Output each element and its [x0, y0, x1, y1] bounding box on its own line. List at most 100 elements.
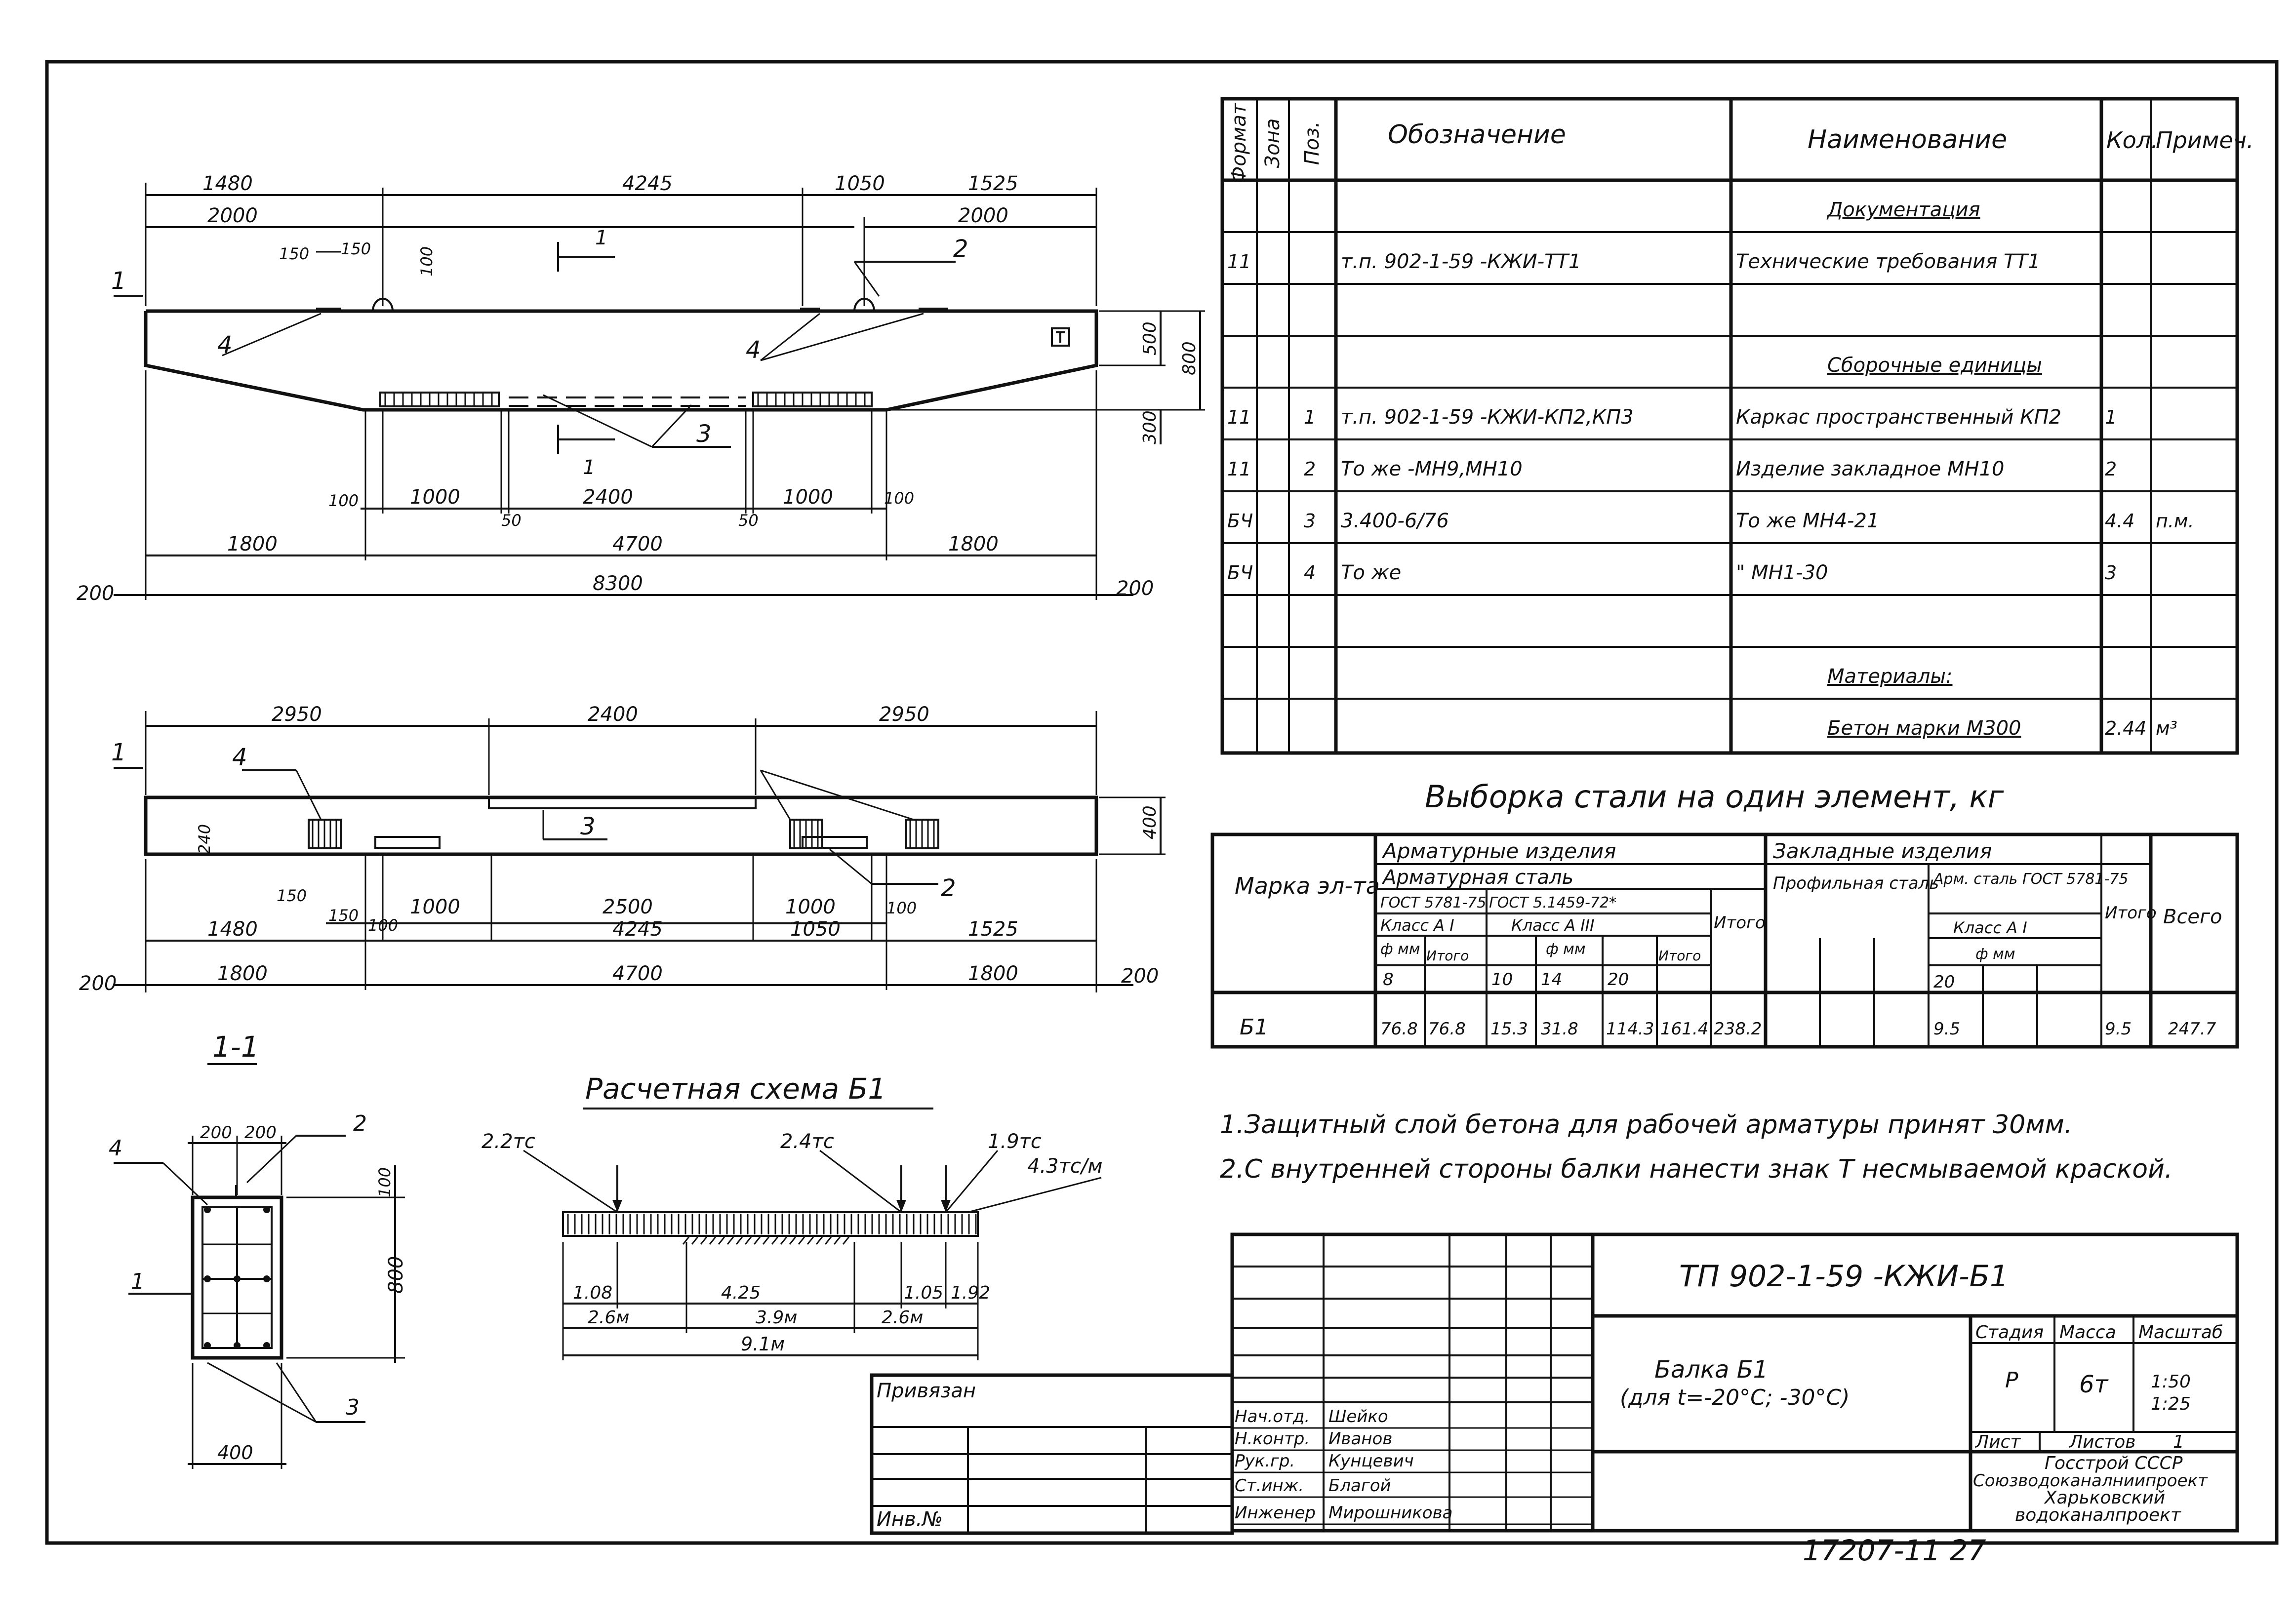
- spec-cell-format: БЧ: [1227, 510, 1253, 532]
- steel-class2: Класс А III: [1511, 916, 1595, 935]
- plan-dim-4700: 4700: [612, 962, 663, 985]
- elev-height-800: 800: [1179, 341, 1200, 375]
- tb-person-name: Кунцевич: [1328, 1451, 1414, 1471]
- plan-dim-1000a: 1000: [410, 896, 460, 918]
- tb-mass-label: Масса: [2059, 1322, 2116, 1343]
- plan-dim-1800b: 1800: [968, 962, 1018, 985]
- spec-cell-designation: т.п. 902-1-59 -КЖИ-КП2,КП3: [1341, 406, 1634, 429]
- spec-cell-format: 11: [1227, 251, 1251, 273]
- elev-height-300: 300: [1140, 410, 1160, 444]
- elev-dim-2000a: 2000: [207, 204, 258, 227]
- scheme-span: 9.1м: [741, 1333, 785, 1355]
- elev-dim-150b: 150: [341, 239, 371, 258]
- spec-cell-name: Материалы:: [1827, 665, 1952, 688]
- section-dim-200a: 200: [200, 1123, 232, 1143]
- section-dim-800: 800: [385, 1256, 407, 1294]
- steel-row-v20: 114.3: [1606, 1019, 1654, 1039]
- section-dim-200b: 200: [244, 1123, 277, 1143]
- spec-cell-name: Документация: [1826, 198, 1980, 221]
- plan-dim-150b: 150: [328, 906, 359, 925]
- plan-callout-4: 4: [232, 744, 247, 771]
- elev-dim-8300: 8300: [593, 572, 643, 595]
- elev-dim-150a: 150: [279, 244, 309, 263]
- spec-header-zone: Зона: [1261, 119, 1284, 168]
- beam-elevation-view: 1480 4245 1050 1525 2000 2000 150 150 10…: [77, 172, 1205, 605]
- plan-height-400: 400: [1140, 805, 1160, 839]
- tb-privyazan: Привязан: [877, 1380, 976, 1402]
- steel-total-all: Всего: [2163, 906, 2222, 928]
- plan-dim-1525: 1525: [968, 918, 1018, 941]
- elev-dim-100b: 100: [884, 489, 914, 508]
- elev-callout-3: 3: [696, 420, 712, 448]
- steel-dia-10: 10: [1491, 970, 1513, 990]
- plan-dim-1480: 1480: [207, 918, 258, 941]
- steel-row-v8: 76.8: [1380, 1019, 1418, 1039]
- scheme-dim-1-92: 1.92: [951, 1283, 990, 1303]
- spec-cell-note: м³: [2156, 717, 2177, 739]
- elev-dim-2000b: 2000: [958, 204, 1008, 227]
- elev-dim-4700: 4700: [612, 533, 663, 555]
- section-1-1: 1-1 200 200 100 800 400 4 2 1: [109, 1030, 407, 1469]
- elev-dim-4245: 4245: [622, 172, 673, 195]
- calc-scheme: Расчетная схема Б1 2.2тс 2.4тс 1.9тс 4.3…: [482, 1072, 1103, 1360]
- elev-dim-1800b: 1800: [948, 533, 999, 555]
- spec-cell-format: 11: [1227, 406, 1251, 428]
- tb-role: Рук.гр.: [1235, 1451, 1295, 1471]
- steel-dia-emb: 20: [1933, 972, 1955, 992]
- elev-dim-100: 100: [417, 246, 436, 277]
- spec-cell-name: Каркас пространственный КП2: [1736, 406, 2061, 429]
- tb-person-name: Благой: [1328, 1476, 1391, 1496]
- spec-cell-designation: 3.400-6/76: [1341, 510, 1449, 532]
- tb-person-name: Шейко: [1328, 1407, 1388, 1426]
- spec-cell-qty: 1: [2105, 406, 2117, 428]
- scheme-title: Расчетная схема Б1: [585, 1072, 886, 1106]
- plan-height-240: 240: [195, 824, 214, 854]
- steel-dia-14: 14: [1541, 970, 1562, 990]
- spec-cell-note: п.м.: [2156, 510, 2194, 532]
- steel-row-v10: 15.3: [1490, 1019, 1528, 1039]
- tb-sheets-label: Листов: [2068, 1432, 2135, 1452]
- elev-height-500: 500: [1140, 321, 1160, 356]
- elev-callout-4b: 4: [746, 336, 761, 364]
- steel-arm-steel: Арм. сталь ГОСТ 5781-75: [1932, 871, 2129, 888]
- scheme-dim-2-6b: 2.6м: [882, 1307, 923, 1328]
- scheme-dim-1-05: 1.05: [904, 1283, 943, 1303]
- steel-row-emb-total: 9.5: [2105, 1019, 2132, 1039]
- elev-dim-200-right: 200: [1116, 577, 1154, 600]
- elev-dim-1480: 1480: [202, 172, 253, 195]
- elev-dim-2400: 2400: [583, 486, 633, 509]
- plan-dim-100b: 100: [886, 899, 917, 917]
- scheme-dim-4-25: 4.25: [721, 1283, 761, 1303]
- steel-gost2: ГОСТ 5.1459-72*: [1489, 894, 1616, 911]
- steel-row-total-arm: 238.2: [1714, 1019, 1762, 1039]
- steel-row-mark: Б1: [1240, 1015, 1268, 1040]
- section-title: 1-1: [212, 1030, 259, 1064]
- steel-mark-header: Марка эл-та: [1235, 872, 1380, 899]
- tb-stamp-bottom: 17207-11 27: [1803, 1534, 1986, 1567]
- plan-dim-200-right: 200: [1121, 965, 1159, 988]
- spec-cell-name: " МН1-30: [1736, 561, 1828, 584]
- spec-header-name: Наименование: [1808, 125, 2007, 155]
- title-block: ТП 902-1-59 -КЖИ-Б1 Балка Б1 (для t=-20°…: [870, 1232, 2239, 1567]
- elev-dim-1525: 1525: [968, 172, 1018, 195]
- steel-itogo2: Итого: [1658, 948, 1701, 964]
- elev-dim-50a: 50: [501, 511, 522, 530]
- section-callout-2: 2: [353, 1111, 367, 1136]
- plan-dim-2400: 2400: [588, 703, 638, 726]
- spec-cell-pos: 1: [1304, 406, 1316, 428]
- tb-person-name: Мирошникова: [1328, 1503, 1452, 1523]
- section-callout-1: 1: [131, 1269, 145, 1294]
- plan-dim-1800a: 1800: [217, 962, 268, 985]
- tb-stage-label: Стадия: [1975, 1322, 2044, 1343]
- elev-callout-1: 1: [111, 267, 126, 295]
- steel-table: Марка эл-та Арматурные изделия Арматурна…: [1210, 832, 2239, 1049]
- spec-cell-format: 11: [1227, 458, 1251, 480]
- plan-dim-100: 100: [368, 916, 398, 935]
- steel-dia3: ф мм: [1975, 946, 2015, 963]
- tb-mass: 6т: [2079, 1371, 2109, 1398]
- tb-scale1: 1:50: [2151, 1372, 2191, 1392]
- tb-stage: Р: [2005, 1368, 2018, 1393]
- section-callout-3: 3: [346, 1395, 360, 1420]
- steel-class3: Класс А I: [1953, 918, 2027, 937]
